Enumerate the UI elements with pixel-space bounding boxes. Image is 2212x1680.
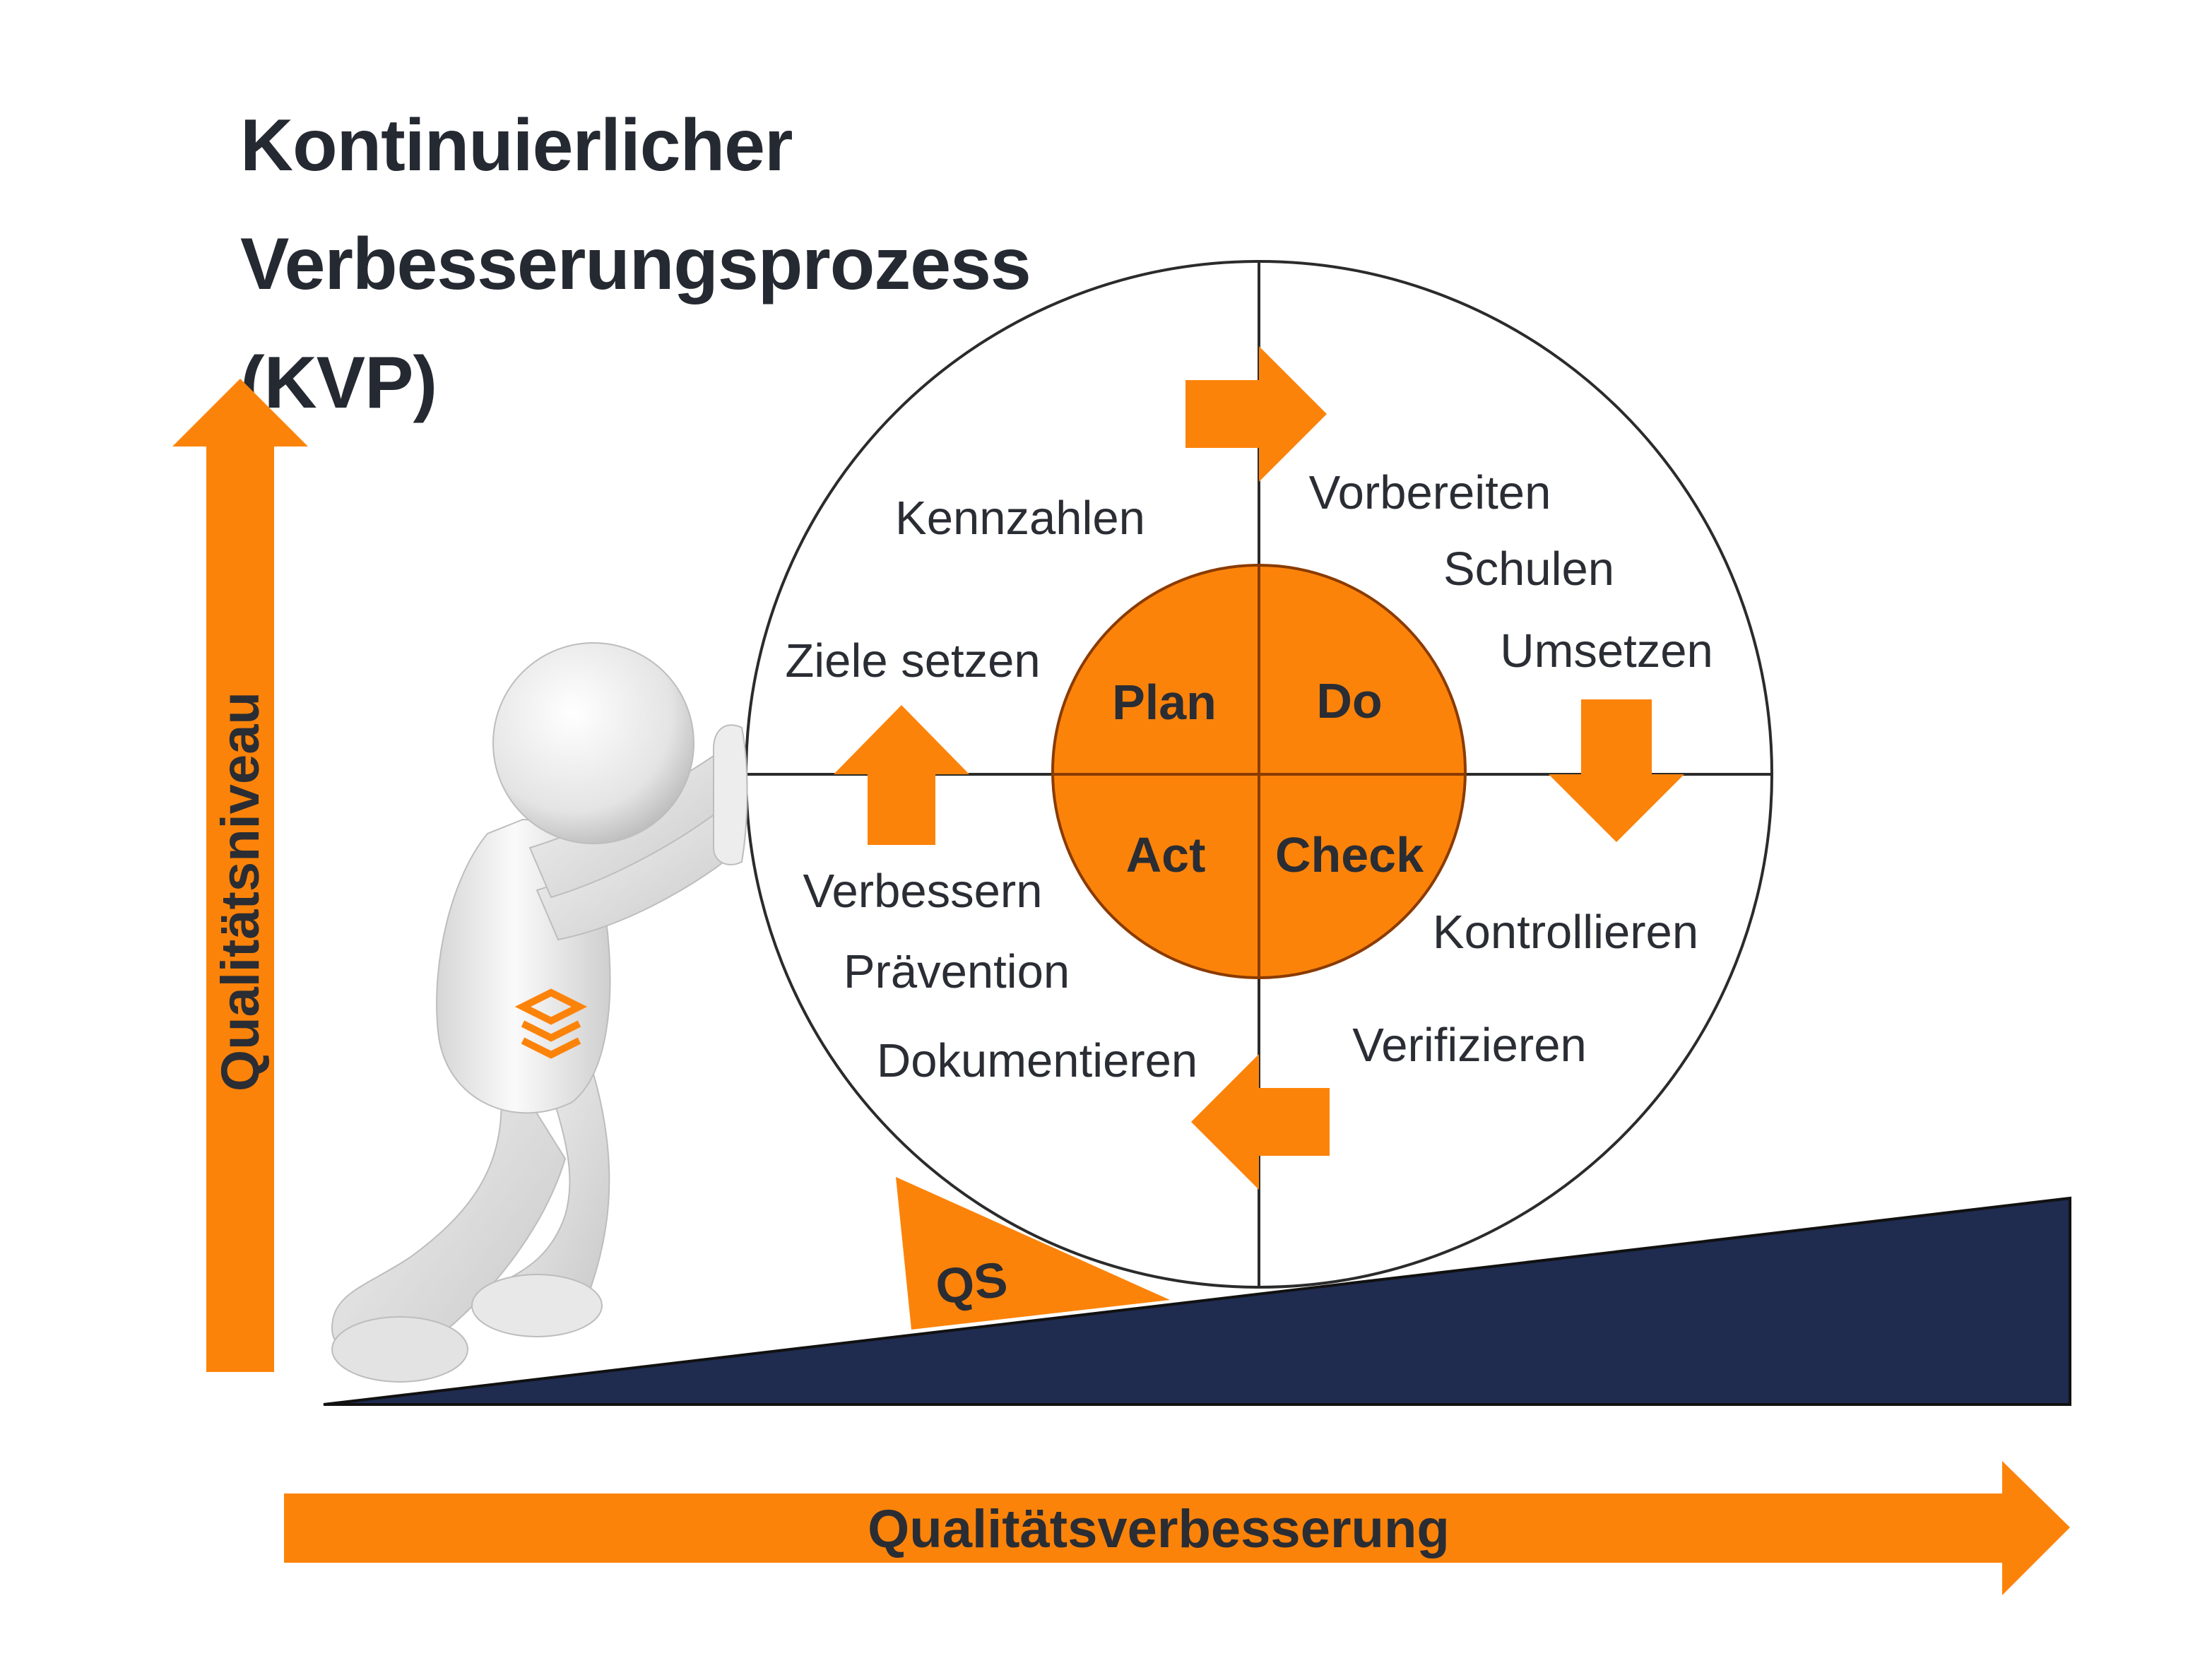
ramp [323,1196,2071,1406]
x-axis-label: Qualitätsverbesserung [868,1499,1450,1559]
title-line-2: Verbesserungsprozess [240,223,1031,305]
stacked-layers-logo-icon [514,988,588,1059]
x-axis-arrow-shape [284,1461,2070,1595]
check-item-2: Verifizieren [1352,1019,1586,1072]
arrow-up-icon [834,705,969,845]
act-item-1: Verbessern [803,865,1043,918]
qs-wedge-shape [896,1177,1170,1330]
do-item-1: Vorbereiten [1309,466,1551,519]
qs-label: QS [933,1251,1010,1315]
plan-item-2: Ziele setzen [785,634,1040,687]
3d-person-pushing-icon [331,642,748,1383]
act-item-2: Prävention [844,945,1070,998]
figure-head [492,642,694,844]
y-axis-label: Qualitätsniveau [211,692,271,1092]
arrow-down-icon [1549,699,1684,842]
plan-item-1: Kennzahlen [895,492,1145,545]
do-item-2: Schulen [1443,543,1614,596]
figure-back-foot [331,1316,468,1383]
qs-wedge: QS [896,1177,1170,1330]
act-item-3: Dokumentieren [877,1034,1197,1087]
pdca-plan: Plan [1112,675,1217,730]
x-axis-arrow: Qualitätsverbesserung [284,1461,2070,1595]
pdca-cycle: Plan Do Act Check Kennzahlen Ziele setze… [745,260,1773,1289]
y-axis-arrow: Qualitätsniveau [172,379,308,1372]
page-title: Kontinuierlicher Verbesserungsprozess (K… [240,86,1031,442]
figure-hands [713,724,748,865]
pdca-check: Check [1275,827,1424,882]
check-item-1: Kontrollieren [1433,906,1698,959]
do-item-3: Umsetzen [1500,625,1713,678]
arrow-left-icon [1191,1054,1330,1190]
pdca-do: Do [1316,673,1382,728]
title-line-1: Kontinuierlicher [240,105,793,187]
title-line-3: (KVP) [240,342,437,424]
figure-back-leg [331,1045,567,1361]
pdca-act: Act [1126,827,1206,882]
figure-front-foot [471,1274,603,1337]
arrow-right-icon [1185,346,1327,482]
y-axis-arrow-shape [172,379,308,1372]
